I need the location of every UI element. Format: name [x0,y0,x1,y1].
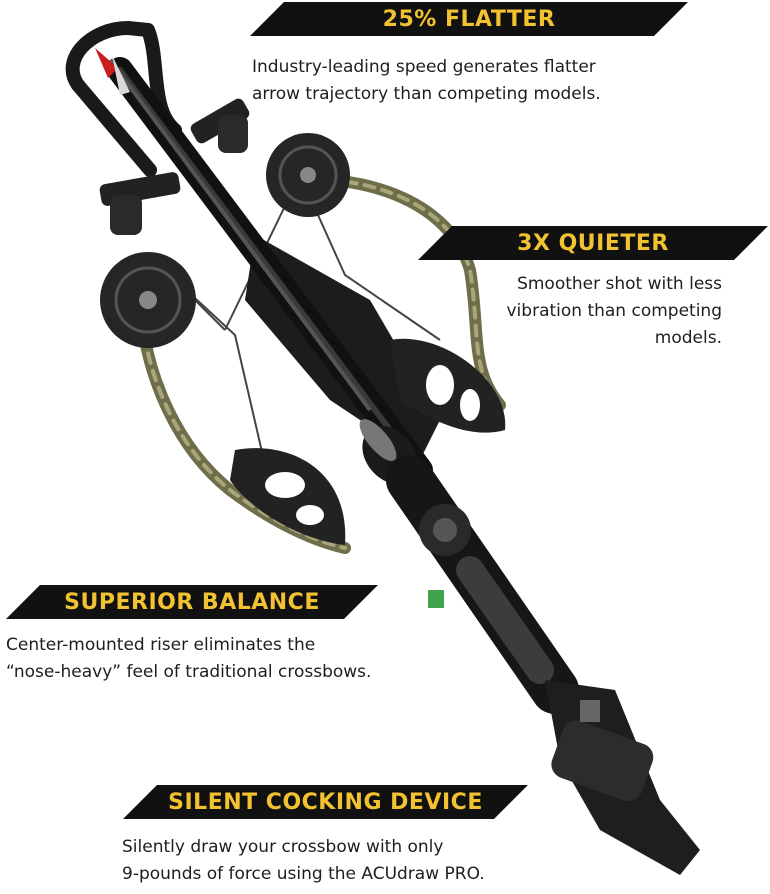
feature-title: SILENT COCKING DEVICE [168,789,483,815]
feature-banner-flatter: 25% FLATTER [250,2,688,36]
feature-description-line: Center-mounted riser eliminates the [6,635,316,655]
crossbow-cams [100,133,350,348]
feature-title: SUPERIOR BALANCE [64,589,320,615]
feature-description-cocking-device: Silently draw your crossbow with only 9-… [122,834,485,888]
feature-description-line: vibration than competing [506,301,723,321]
feature-banner-balance: SUPERIOR BALANCE [6,585,378,619]
feature-title: 25% FLATTER [382,6,556,32]
feature-description-line: Smoother shot with less [517,274,722,294]
crossbow-barrel [95,48,700,875]
feature-banner-quieter: 3X QUIETER [418,226,768,260]
feature-description-line: Silently draw your crossbow with only [122,837,444,857]
feature-description-flatter: Industry-leading speed generates flatter… [252,54,601,108]
feature-description-balance: Center-mounted riser eliminates the “nos… [6,632,371,686]
feature-description-line: models. [654,328,722,348]
feature-title: 3X QUIETER [517,230,669,256]
feature-description-line: Industry-leading speed generates flatter [252,57,596,77]
feature-description-quieter: Smoother shot with less vibration than c… [507,271,723,352]
feature-description-line: arrow trajectory than competing models. [252,84,601,104]
feature-banner-cocking-device: SILENT COCKING DEVICE [123,785,528,819]
feature-description-line: 9-pounds of force using the ACUdraw PRO. [122,864,485,884]
feature-description-line: “nose-heavy” feel of traditional crossbo… [6,662,372,682]
